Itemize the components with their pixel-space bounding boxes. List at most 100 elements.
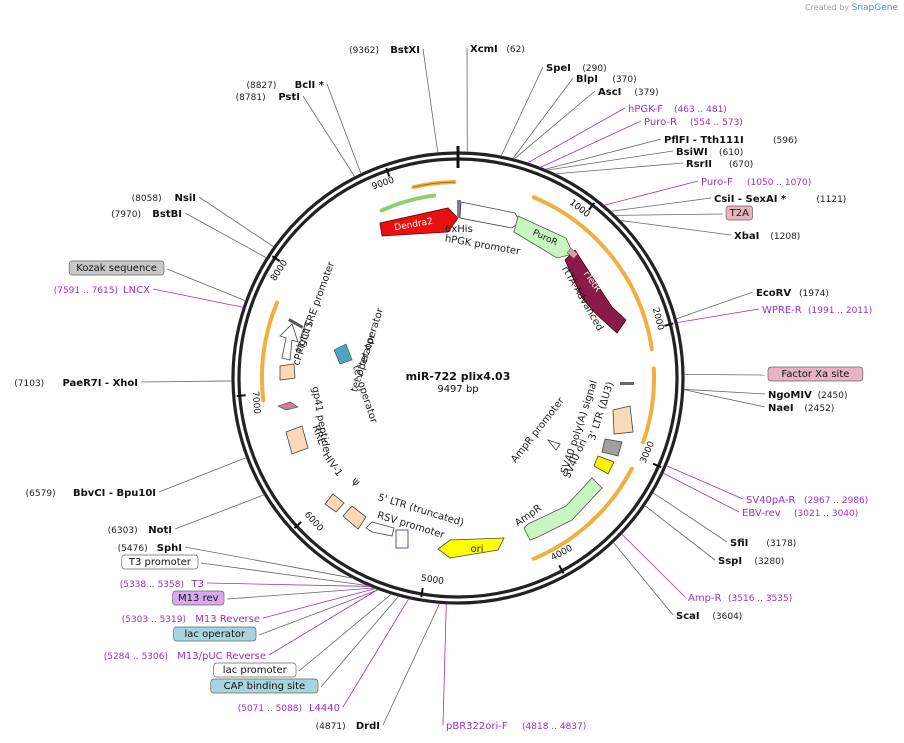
site-m13-puc-reverse[interactable]: M13/pUC Reverse(5284 .. 5306)	[104, 651, 266, 662]
rsv-promoter-feature[interactable]	[365, 521, 395, 537]
site-leader-line	[500, 66, 544, 157]
site-drdi[interactable]: DrdI(4871)	[316, 721, 380, 732]
site-lac-promoter[interactable]: lac promoter	[213, 662, 297, 678]
cppt-feature[interactable]	[279, 363, 296, 381]
site-ebv-rev[interactable]: EBV-rev(3021 .. 3040)	[742, 508, 858, 519]
site-pbr322ori-f[interactable]: pBR322ori-F(4818 .. 4837)	[446, 721, 586, 732]
site-position: (5476)	[118, 544, 148, 554]
site-leader-line	[200, 562, 370, 587]
site-position: (6303)	[108, 526, 138, 536]
site-name: NaeI	[768, 403, 794, 414]
site-bstxi[interactable]: BstXI(9362)	[349, 45, 420, 56]
psi-feature[interactable]	[324, 493, 345, 513]
site-leader-line	[262, 588, 376, 619]
rtetr-feature[interactable]	[564, 249, 627, 334]
site-csii-sexai[interactable]: CsiI - SexAI * (1121)	[714, 194, 846, 205]
site-factor-xa-site[interactable]: Factor Xa site	[767, 366, 864, 382]
site-puro-f[interactable]: Puro-F(1050 .. 1070)	[701, 177, 811, 188]
site-spei[interactable]: SpeI(290)	[546, 63, 607, 74]
site-m13-rev[interactable]: M13 rev	[172, 590, 225, 606]
site-leader-line	[675, 291, 754, 320]
site-cap-binding-site[interactable]: CAP binding site	[210, 678, 319, 694]
site-naei[interactable]: NaeI(2452)	[768, 403, 834, 414]
site-kozak-sequence[interactable]: Kozak sequence	[68, 260, 165, 276]
sv40-polya-feature[interactable]	[601, 438, 623, 457]
5ltr-feature[interactable]	[342, 505, 367, 530]
orf-arc-line	[412, 181, 455, 188]
gp41-feature[interactable]	[277, 401, 299, 411]
site-name: SfiI	[730, 538, 748, 549]
site-leader-line	[320, 595, 399, 688]
site-t3[interactable]: T3(5338 .. 5358)	[120, 579, 204, 590]
site-lac-operator[interactable]: lac operator	[173, 626, 257, 642]
site-position: (5303 .. 5319)	[122, 615, 186, 625]
site-pflfi-tth111i[interactable]: PflFI - Tth111I(596)	[664, 135, 797, 146]
puror-feature[interactable]	[513, 215, 574, 259]
site-nsii[interactable]: NsiI(8058)	[132, 193, 196, 204]
tre-promoter-feature[interactable]	[279, 323, 299, 361]
ampr-promoter-feature[interactable]	[546, 439, 561, 451]
site-paer7i-xhoi[interactable]: PaeR7I - XhoI(7103)	[14, 378, 138, 389]
site-name: CsiI - SexAI *	[714, 194, 787, 205]
dendra2-feature[interactable]	[379, 207, 459, 237]
site-leader-line	[302, 95, 356, 178]
ori-feature[interactable]	[437, 537, 505, 559]
site-asci[interactable]: AscI(379)	[598, 87, 659, 98]
sv40-ori-feature[interactable]	[593, 455, 615, 475]
site-leader-line	[174, 494, 265, 530]
site-leader-line	[422, 48, 439, 153]
site-wpre-r[interactable]: WPRE-R(1991 .. 2011)	[762, 305, 872, 316]
site-sphi[interactable]: SphI(5476)	[118, 543, 182, 554]
site-bbvci-bpu10i[interactable]: BbvCI - Bpu10I(6579)	[26, 488, 156, 499]
site-ecorv[interactable]: EcoRV(1974)	[756, 288, 829, 299]
6xhis-feature[interactable]	[457, 200, 461, 218]
site-blpi[interactable]: BlpI(370)	[576, 74, 637, 85]
tick-label: 9000	[371, 175, 396, 192]
site-leader-line	[140, 380, 233, 383]
3ltr-feature[interactable]	[612, 405, 634, 435]
site-psti[interactable]: PstI(8781)	[236, 92, 300, 103]
site-position: (3280)	[754, 557, 784, 567]
site-ngomiv[interactable]: NgoMIV(2450)	[768, 390, 848, 401]
site-leader-line	[644, 505, 716, 561]
site-sfii[interactable]: SfiI(3178)	[730, 538, 796, 549]
rre-feature[interactable]	[285, 425, 309, 455]
site-bstbi[interactable]: BstBI(7970)	[111, 209, 182, 220]
site-noti[interactable]: NotI(6303)	[108, 525, 172, 536]
site-position: (610)	[719, 148, 743, 158]
site-leader-line	[666, 465, 744, 500]
site-rsrii[interactable]: RsrII(670)	[686, 159, 753, 170]
site-leader-line	[268, 589, 379, 656]
site-sspi[interactable]: SspI(3280)	[718, 556, 784, 567]
site-bcli[interactable]: BclI *(8827)	[246, 80, 324, 91]
site-bsiwi[interactable]: BsiWI (610)	[676, 147, 743, 158]
site-t3-promoter[interactable]: T3 promoter	[121, 554, 199, 570]
site-leader-line	[184, 546, 354, 579]
site-l4440[interactable]: L4440(5071 .. 5088)	[238, 703, 340, 714]
site-m13-reverse[interactable]: M13 Reverse (5303 .. 5319)	[122, 614, 260, 625]
site-position: (1121)	[816, 195, 846, 205]
site-name: M13 Reverse	[195, 614, 260, 625]
site-xcmi[interactable]: XcmI(62)	[470, 44, 525, 55]
feature-label-text: M13 rev	[178, 593, 219, 604]
hpgk-promoter-label: hPGK promoter	[444, 233, 522, 257]
site-name: BclI *	[295, 80, 325, 91]
site-hpgk-f[interactable]: hPGK-F(463 .. 481)	[628, 104, 727, 115]
ampr-feature[interactable]	[523, 477, 603, 541]
site-name: NgoMIV	[768, 390, 812, 401]
site-name: BsiWI	[676, 147, 708, 158]
site-amp-r[interactable]: Amp-R(3516 .. 3535)	[688, 593, 792, 604]
site-scai[interactable]: ScaI(3604)	[676, 611, 742, 622]
site-puro-r[interactable]: Puro-R(554 .. 573)	[644, 117, 743, 128]
feature-label-box	[172, 590, 225, 606]
orf-arc	[641, 366, 656, 445]
site-sv40pa-r[interactable]: SV40pA-R(2967 .. 2986)	[746, 495, 868, 506]
tick-label: 5000	[420, 574, 445, 588]
feature-label-box	[68, 260, 165, 276]
site-lncx[interactable]: LNCX(7591 .. 7615)	[54, 285, 150, 296]
site-t2a[interactable]: T2A	[725, 205, 753, 221]
tet-operator-feature[interactable]	[333, 343, 353, 365]
tick-mark	[588, 202, 596, 211]
site-xbai[interactable]: XbaI(1208)	[734, 231, 800, 242]
